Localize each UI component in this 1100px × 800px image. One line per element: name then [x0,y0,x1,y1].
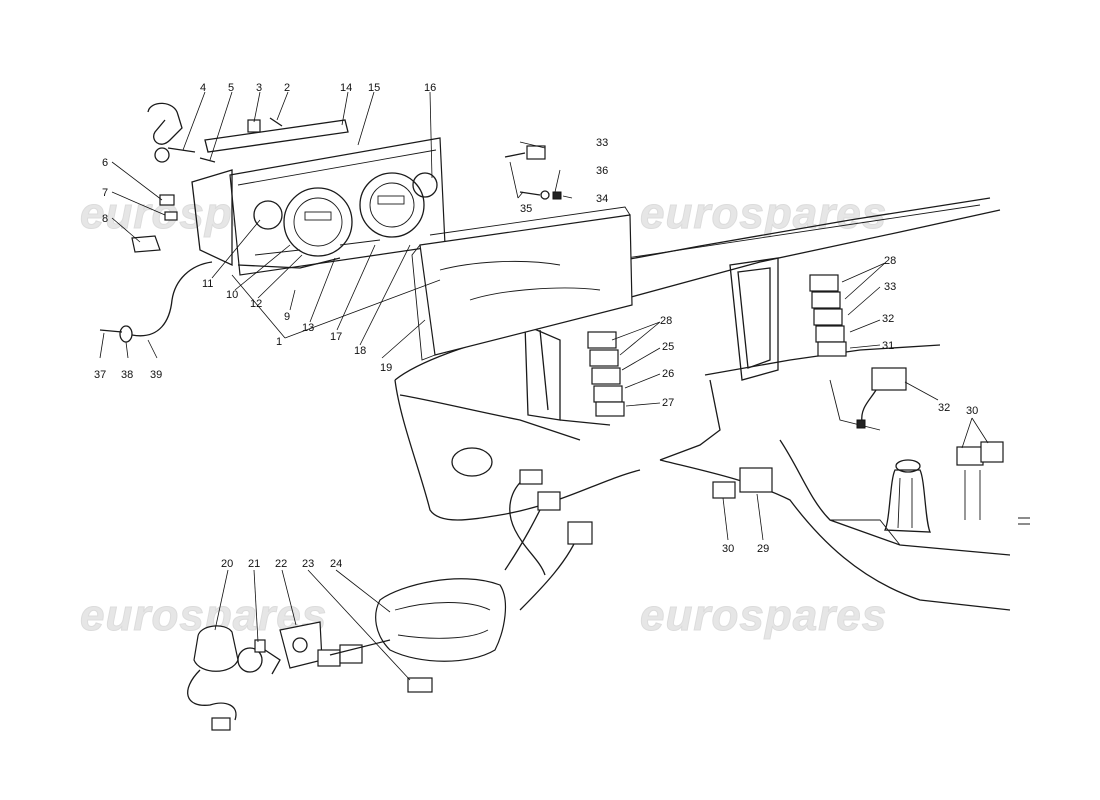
callout-11: 11 [202,278,213,290]
callout-27: 27 [662,397,674,409]
callout-32: 32 [882,313,894,325]
watermark-4: eurospares [640,591,887,640]
callout-5: 5 [228,82,234,94]
callout-16: 16 [424,82,436,94]
callout-21: 21 [248,558,260,570]
callout-35: 33 [596,137,608,149]
small-parts [99,102,562,343]
callout-41: 39 [150,369,162,381]
callout-30-upper-right: 30 [966,405,978,417]
callout-28-center: 28 [660,315,672,327]
callout-38: 36 [596,165,608,177]
callout-24: 24 [330,558,342,570]
callout-10: 10 [226,289,238,301]
callout-4: 4 [200,82,206,94]
steering-column-switches [187,469,593,731]
callout-7: 7 [102,187,108,199]
callout-36: 34 [596,193,608,205]
callout-14: 14 [340,82,352,94]
watermark-2: eurospares [640,189,887,238]
callout-9: 9 [284,311,290,323]
callout-26: 26 [662,368,674,380]
leader-lines [99,91,989,681]
callout-29: 29 [757,543,769,555]
callout-23: 23 [302,558,314,570]
switch-34 [856,367,907,429]
callout-labels: 4 5 3 2 14 15 16 6 7 8 11 10 12 9 1 13 1… [94,82,978,570]
callout-15: 15 [368,82,380,94]
callout-1: 1 [276,336,282,348]
callout-19: 19 [380,362,392,374]
callout-18: 18 [354,345,366,357]
callout-40: 38 [121,369,133,381]
callout-34: 32 [938,402,950,414]
callout-31: 31 [882,340,894,352]
callout-6: 6 [102,157,108,169]
cluster-cover [411,206,633,361]
callout-30-lower: 30 [722,543,734,555]
switch-bank-right [809,274,847,357]
callout-17: 17 [330,331,342,343]
callout-37: 35 [520,203,532,215]
callout-3: 3 [256,82,262,94]
callout-12: 12 [250,298,262,310]
callout-2: 2 [284,82,290,94]
switch-29-30 [712,441,1004,499]
callout-13: 13 [302,322,314,334]
callout-22: 22 [275,558,287,570]
callout-28-right: 28 [884,255,896,267]
instrument-cluster [191,119,446,276]
callout-39: 37 [94,369,106,381]
callout-33: 33 [884,281,896,293]
callout-25: 25 [662,341,674,353]
callout-8: 8 [102,213,108,225]
callout-20: 20 [221,558,233,570]
switch-bank-center [587,331,625,417]
